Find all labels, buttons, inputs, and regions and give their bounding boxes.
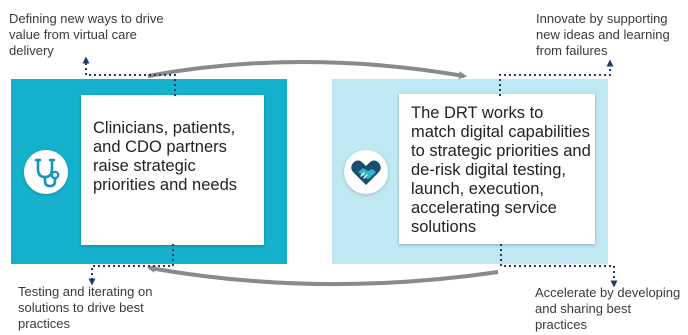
right-card: The DRT works to match digital capabilit…: [399, 94, 595, 244]
connector-bottom-left: [88, 244, 174, 286]
connector-bottom-right: [500, 244, 618, 288]
stethoscope-icon: [24, 150, 68, 194]
connector-top-right: [499, 59, 614, 96]
right-card-text: The DRT works to match digital capabilit…: [411, 104, 591, 236]
left-card: Clinicians, patients, and CDO partners r…: [81, 95, 264, 245]
caption-top-right: Innovate by supporting new ideas and lea…: [536, 11, 670, 58]
caption-top-left: Defining new ways to drive value from vi…: [9, 11, 164, 58]
caption-bottom-left: Testing and iterating on solutions to dr…: [18, 284, 153, 331]
connector-top-left: [82, 56, 176, 96]
caption-bottom-right: Accelerate by developing and sharing bes…: [535, 285, 681, 332]
left-card-text: Clinicians, patients, and CDO partners r…: [93, 119, 238, 194]
heart-handshake-icon: [344, 150, 388, 194]
cycle-arrow-bottom: [147, 264, 499, 287]
cycle-arrow-top: [147, 60, 467, 80]
